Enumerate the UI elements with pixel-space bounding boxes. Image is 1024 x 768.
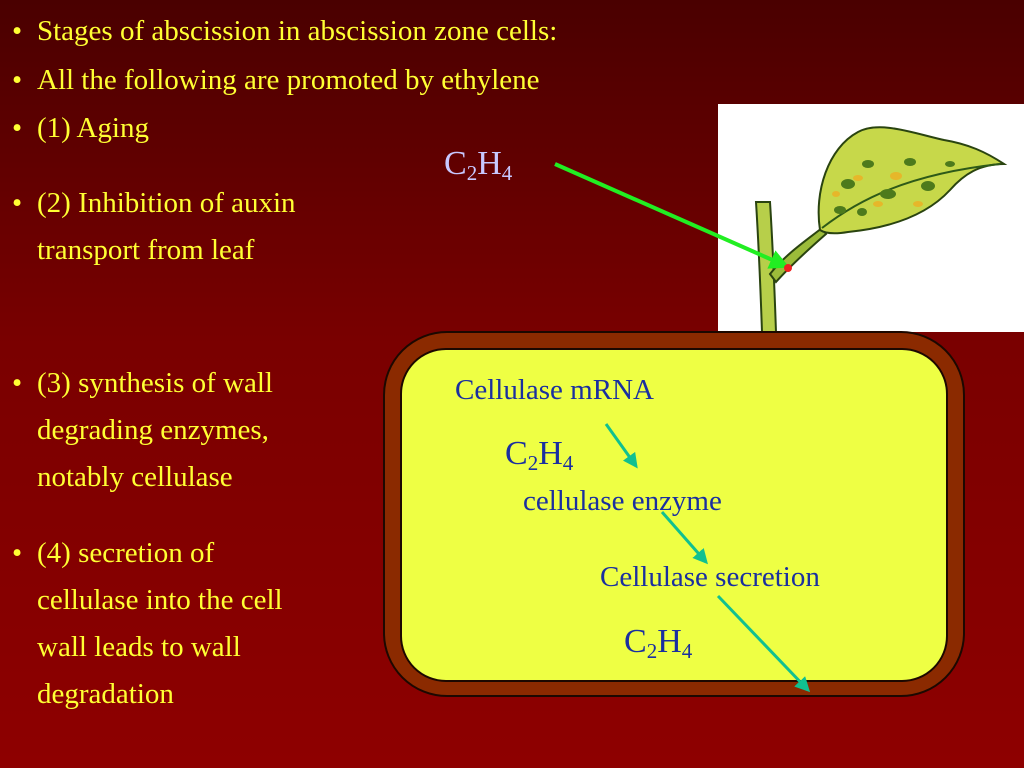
bullet-auxin-inhibition: (2) Inhibition of auxin transport from l… <box>12 180 296 274</box>
enzyme-to-secretion-arrow <box>660 511 708 565</box>
abscission-zone-dot <box>784 264 792 272</box>
formula-h-sub: 4 <box>562 451 574 475</box>
ethylene-formula-secretion: C2H4 <box>624 622 692 671</box>
mrna-to-enzyme-arrow <box>604 423 638 469</box>
secretion-to-wall-arrow <box>716 594 811 693</box>
formula-h: H <box>477 145 502 182</box>
leaf-yellow-patches <box>832 172 923 207</box>
ethylene-formula-mrna: C2H4 <box>505 434 573 483</box>
formula-c: C <box>444 145 467 182</box>
leaf-blade <box>817 126 1008 235</box>
bullet-ethylene-promoted: All the following are promoted by ethyle… <box>12 57 540 104</box>
bullet-cellulase-secretion: (4) secretion of cellulase into the cell… <box>12 530 283 718</box>
formula-h-sub: 4 <box>501 161 513 185</box>
bullet-aging: (1) Aging <box>12 105 149 152</box>
formula-h-sub: 4 <box>681 639 693 663</box>
cellulase-mrna-label: Cellulase mRNA <box>455 374 654 406</box>
formula-h: H <box>657 623 682 660</box>
cellulase-enzyme-label: cellulase enzyme <box>523 485 722 517</box>
ethylene-to-abscission-zone-arrow <box>554 162 790 269</box>
formula-c: C <box>505 435 528 472</box>
leaf-spots <box>834 158 955 216</box>
ethylene-formula-top: C2H4 <box>444 144 512 193</box>
formula-c: C <box>624 623 647 660</box>
leaf-illustration-panel <box>718 104 1024 333</box>
formula-h: H <box>538 435 563 472</box>
cell-interior <box>400 348 948 682</box>
bullet-stages: Stages of abscission in abscission zone … <box>12 8 557 55</box>
formula-c-sub: 2 <box>527 451 539 475</box>
bullet-cellulase-synthesis: (3) synthesis of wall degrading enzymes,… <box>12 360 273 501</box>
formula-c-sub: 2 <box>466 161 478 185</box>
formula-c-sub: 2 <box>646 639 658 663</box>
cellulase-secretion-label: Cellulase secretion <box>600 561 820 593</box>
